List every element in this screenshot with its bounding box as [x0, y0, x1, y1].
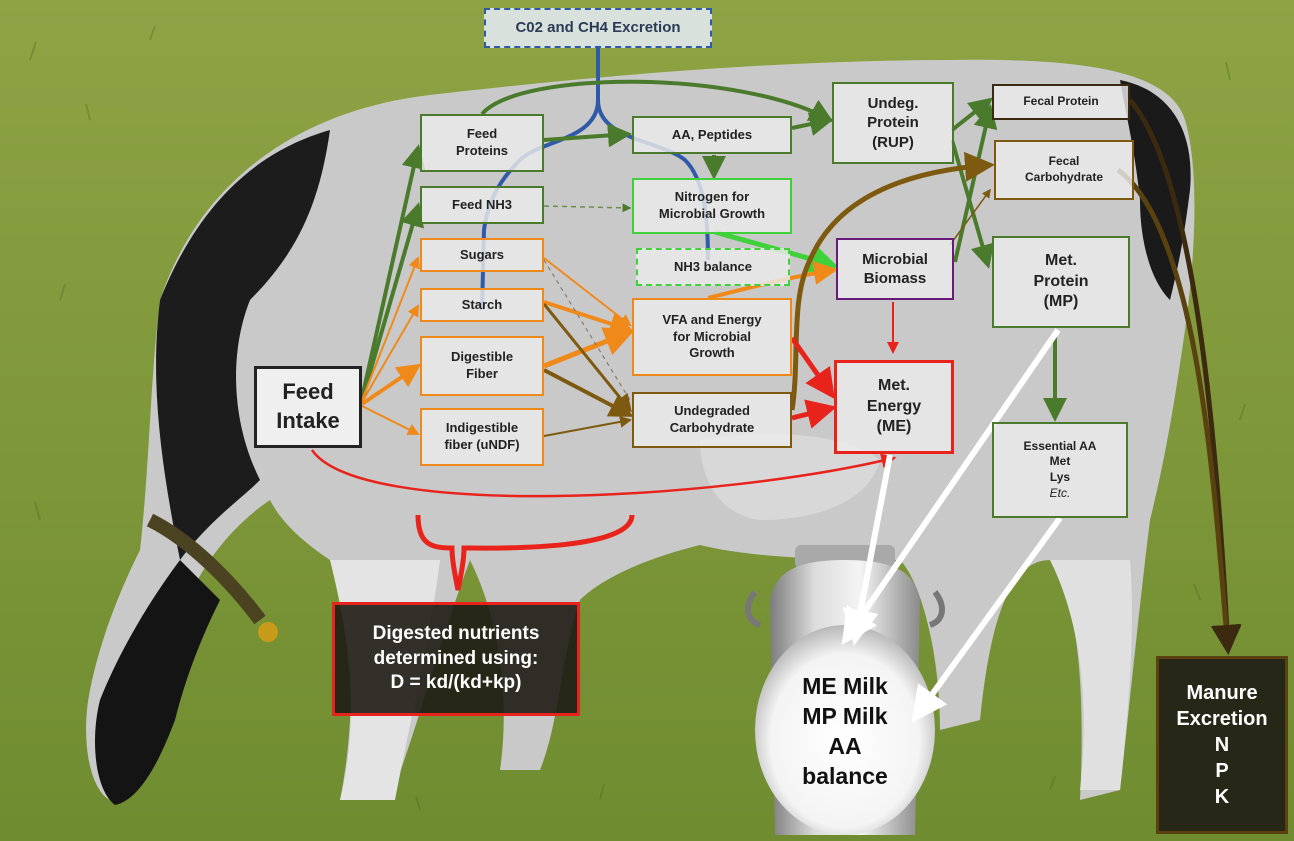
essential-aa-box: Essential AA Met Lys Etc. — [992, 422, 1128, 518]
manure-excretion-label: Manure Excretion N P K — [1176, 682, 1268, 808]
feed-proteins-box: Feed Proteins — [420, 114, 544, 172]
feed-intake-box: Feed Intake — [254, 366, 362, 448]
milk-outputs-box: ME Milk MP Milk AA balance — [770, 660, 920, 804]
nh3-balance-box: NH3 balance — [636, 248, 790, 286]
undegraded-carbohydrate-box: Undegraded Carbohydrate — [632, 392, 792, 448]
undegraded-protein-label: Undeg. Protein (RUP) — [867, 94, 919, 151]
feed-nh3-label: Feed NH3 — [452, 196, 512, 212]
fecal-carbohydrate-box: Fecal Carbohydrate — [994, 140, 1134, 200]
feed-proteins-label: Feed Proteins — [455, 126, 508, 158]
sugars-box: Sugars — [420, 238, 544, 272]
essential-aa-etc-label: Etc. — [1049, 485, 1071, 500]
undegraded-protein-box: Undeg. Protein (RUP) — [832, 82, 954, 164]
co2-ch4-excretion-label: C02 and CH4 Excretion — [515, 19, 681, 37]
metabolizable-energy-label: Met. Energy (ME) — [866, 376, 922, 436]
digestible-fiber-label: Digestible Fiber — [450, 349, 514, 381]
aa-peptides-box: AA, Peptides — [632, 116, 792, 154]
digested-nutrients-box: Digested nutrients determined using: D =… — [332, 602, 580, 716]
aa-peptides-label: AA, Peptides — [671, 126, 753, 142]
indigestible-fiber-label: Indigestible fiber (uNDF) — [444, 420, 520, 452]
milk-outputs-label: ME Milk MP Milk AA balance — [802, 673, 888, 789]
metabolizable-protein-box: Met. Protein (MP) — [992, 236, 1130, 328]
microbial-biomass-box: Microbial Biomass — [836, 238, 954, 300]
nh3-balance-label: NH3 balance — [673, 258, 753, 274]
undegraded-carbohydrate-label: Undegraded Carbohydrate — [669, 403, 755, 435]
sugars-label: Sugars — [459, 246, 505, 262]
vfa-energy-box: VFA and Energy for Microbial Growth — [632, 298, 792, 376]
microbial-biomass-label: Microbial Biomass — [862, 250, 928, 288]
digested-nutrients-label: Digested nutrients determined using: D =… — [372, 622, 540, 694]
digestible-fiber-box: Digestible Fiber — [420, 336, 544, 396]
vfa-energy-label: VFA and Energy for Microbial Growth — [662, 311, 762, 361]
feed-intake-label: Feed Intake — [276, 379, 340, 433]
fecal-protein-label: Fecal Protein — [1023, 94, 1099, 109]
essential-aa-label: Essential AA Met Lys — [1023, 438, 1097, 484]
co2-ch4-excretion-box: C02 and CH4 Excretion — [484, 8, 712, 48]
manure-excretion-box: Manure Excretion N P K — [1156, 656, 1288, 834]
metabolizable-protein-label: Met. Protein (MP) — [1033, 251, 1089, 311]
metabolizable-energy-box: Met. Energy (ME) — [834, 360, 954, 454]
indigestible-fiber-box: Indigestible fiber (uNDF) — [420, 408, 544, 466]
fecal-carbohydrate-label: Fecal Carbohydrate — [1024, 154, 1104, 184]
feed-nh3-box: Feed NH3 — [420, 186, 544, 224]
fecal-protein-box: Fecal Protein — [992, 84, 1130, 120]
nitrogen-microbial-growth-box: Nitrogen for Microbial Growth — [632, 178, 792, 234]
starch-box: Starch — [420, 288, 544, 322]
starch-label: Starch — [461, 296, 503, 312]
nitrogen-microbial-growth-label: Nitrogen for Microbial Growth — [658, 189, 766, 221]
